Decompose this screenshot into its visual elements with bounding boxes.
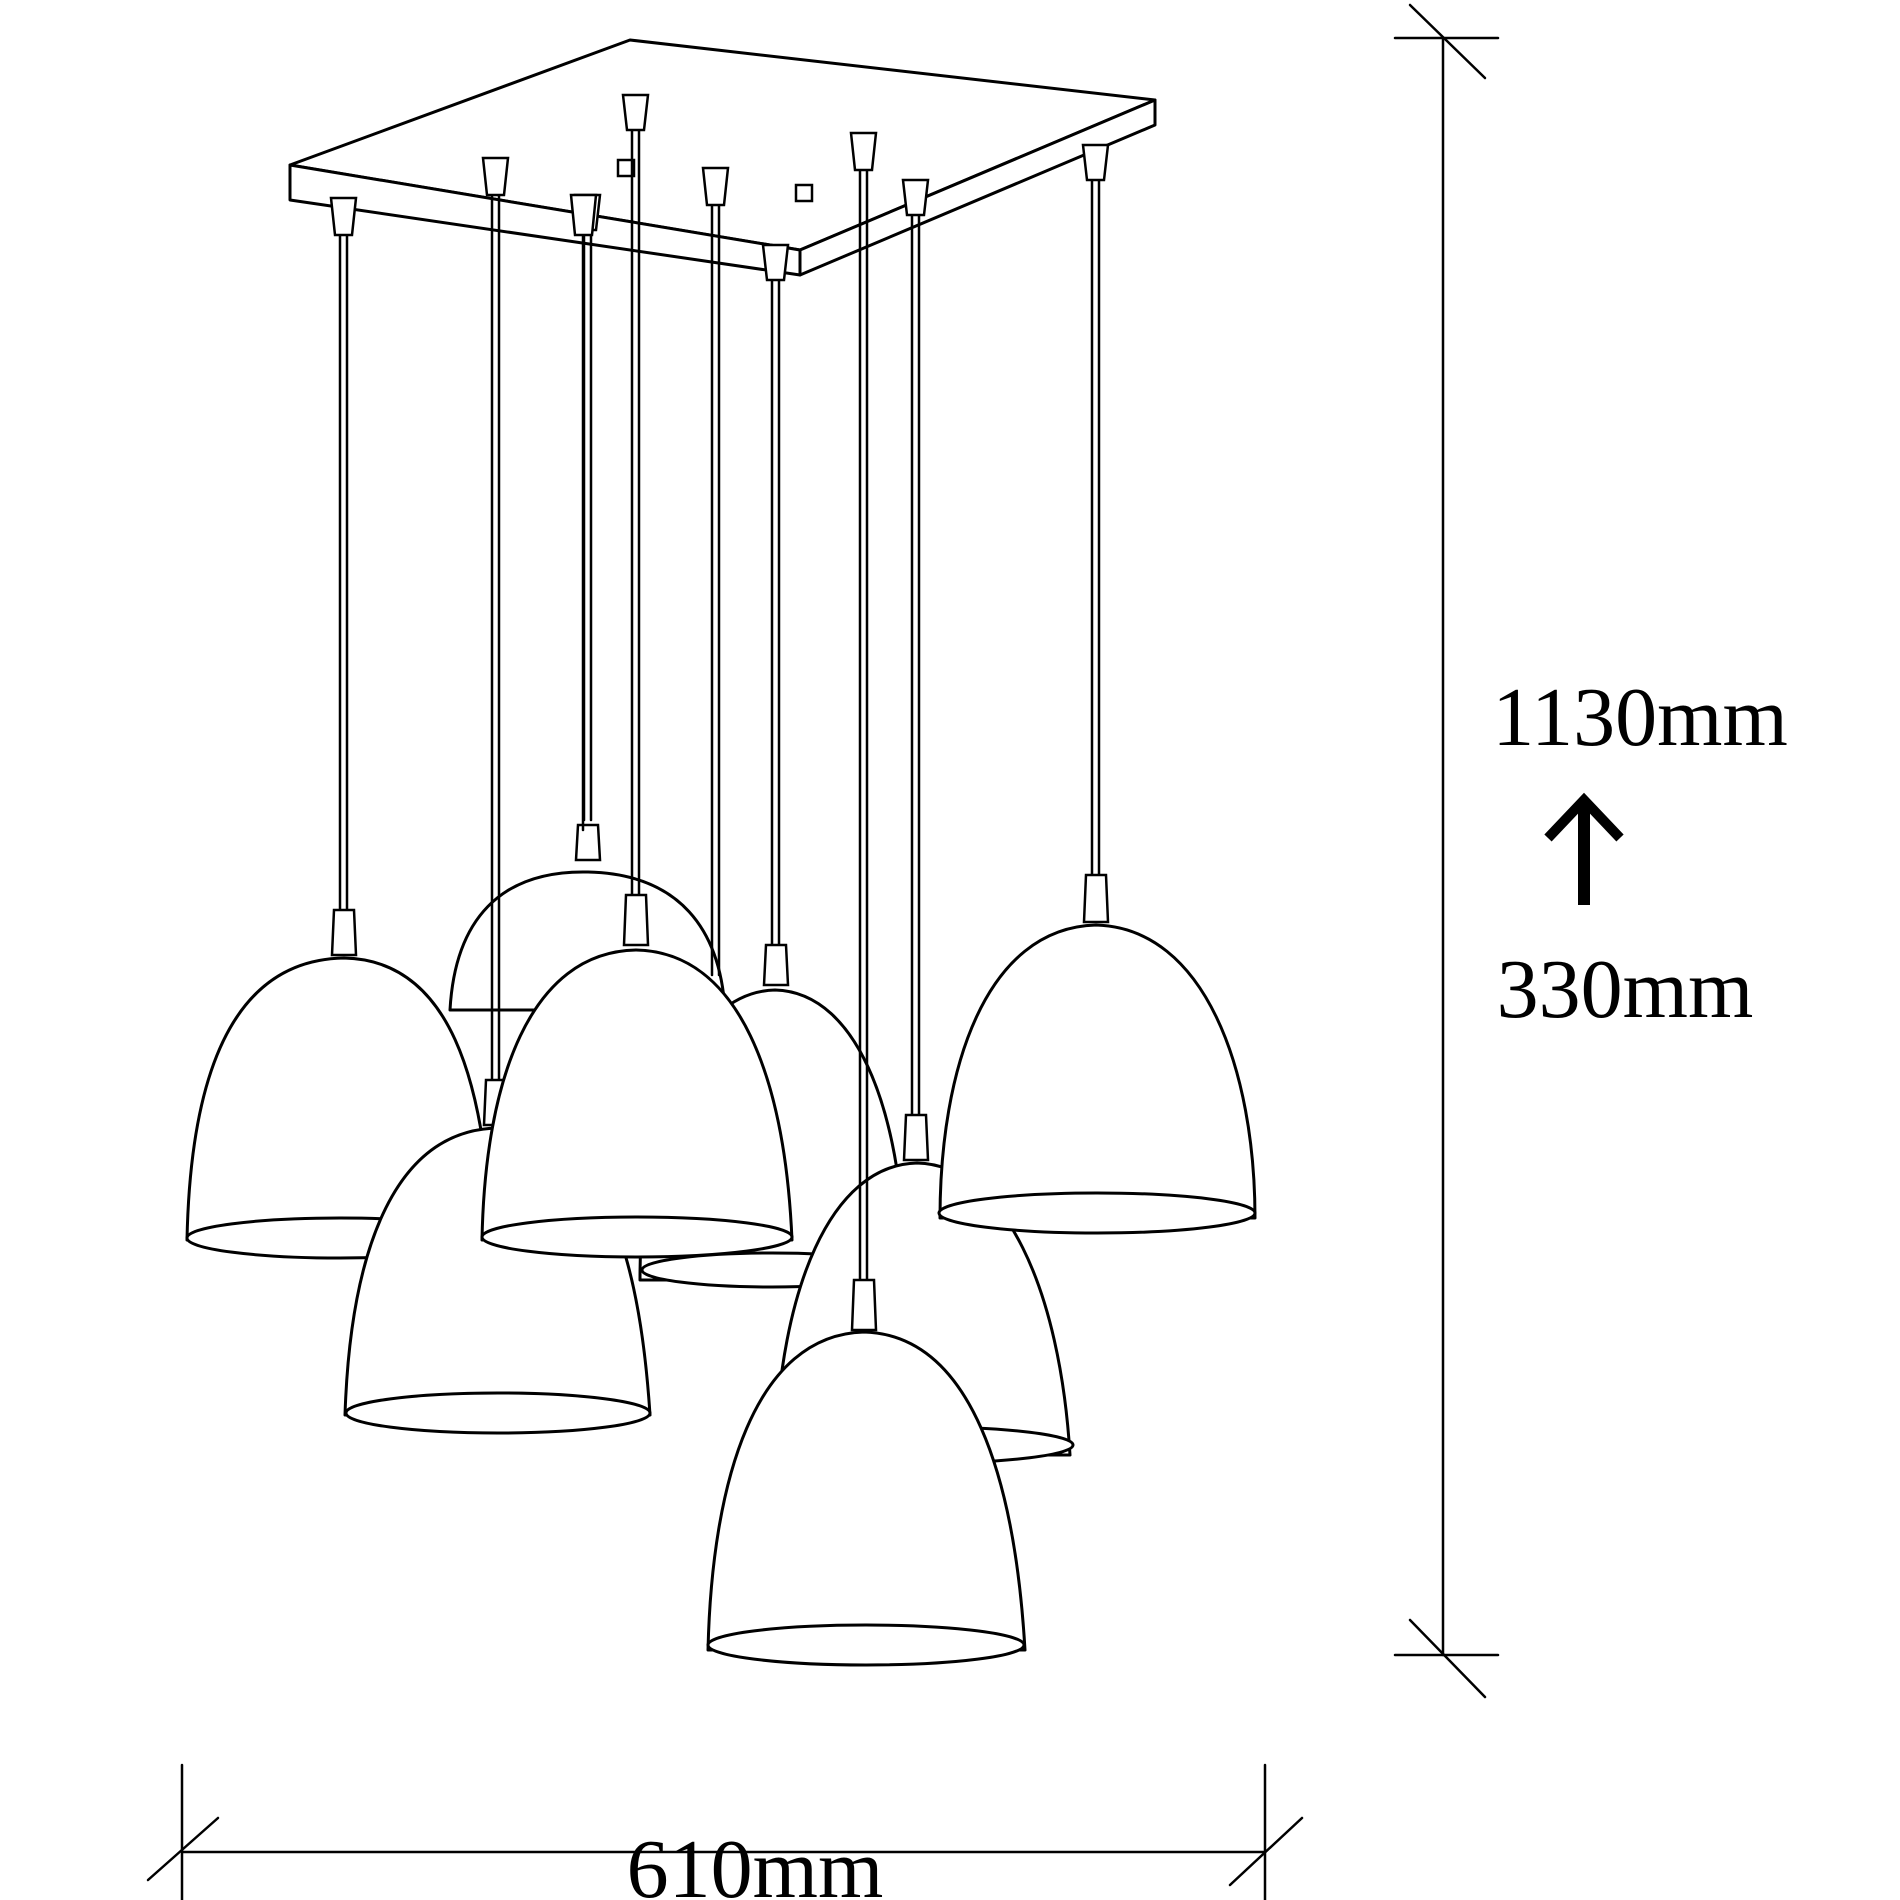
width-dimension-line <box>146 1763 1304 1900</box>
pendant-center-front <box>480 93 794 1259</box>
pendant-left <box>185 196 495 1260</box>
ceiling-canopy <box>288 38 1157 277</box>
width-label: 610mm <box>627 1823 884 1900</box>
pendant-upper-center <box>569 193 598 832</box>
pendant-right <box>937 143 1257 1235</box>
adjustable-direction-arrow-icon <box>1544 792 1624 905</box>
height-min-label: 330mm <box>1497 943 1754 1036</box>
height-dimension-line <box>1393 3 1500 1699</box>
pendant-front-right-back <box>773 178 1075 1465</box>
pendant-center-right-cord <box>701 166 730 977</box>
pendant-front-bottom <box>706 131 1027 1667</box>
height-max-label: 1130mm <box>1492 671 1788 764</box>
